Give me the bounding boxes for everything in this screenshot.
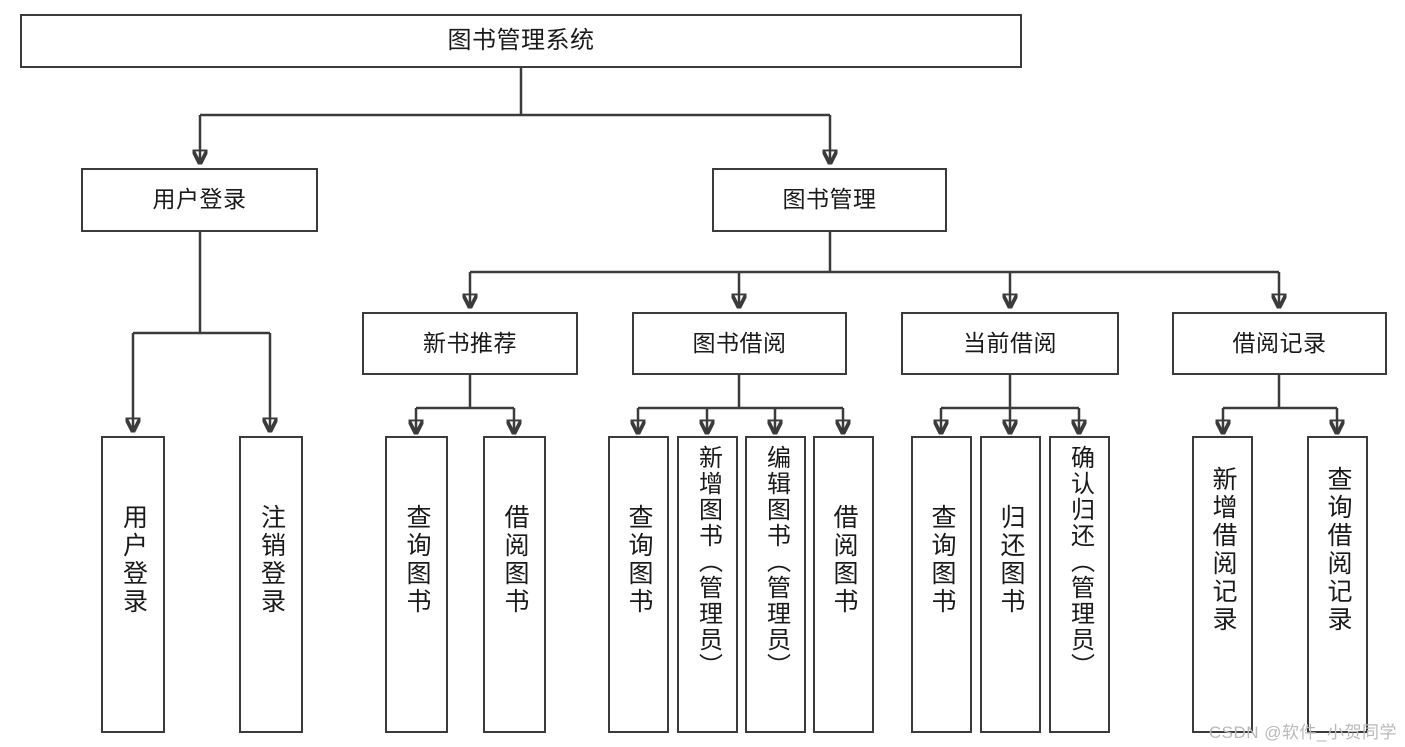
node-leaf-edit-book[interactable]: 编辑图书（管理员） — [745, 436, 806, 733]
node-leaf-edit-book-label: 编辑图书（管理员） — [762, 445, 790, 679]
node-leaf-logout-label: 注销登录 — [257, 504, 286, 616]
node-user-login[interactable]: 用户登录 — [81, 168, 318, 232]
node-current-borrow[interactable]: 当前借阅 — [901, 312, 1119, 375]
node-leaf-query-book-1[interactable]: 查询图书 — [385, 436, 448, 733]
node-leaf-borrow-book-1[interactable]: 借阅图书 — [483, 436, 546, 733]
node-root[interactable]: 图书管理系统 — [20, 14, 1022, 68]
node-book-borrow-label: 图书借阅 — [692, 329, 787, 356]
node-leaf-logout[interactable]: 注销登录 — [239, 436, 303, 733]
node-book-manage[interactable]: 图书管理 — [712, 168, 947, 232]
node-borrow-record[interactable]: 借阅记录 — [1172, 312, 1387, 375]
node-leaf-query-book-2-label: 查询图书 — [625, 504, 653, 616]
node-leaf-add-book-label: 新增图书（管理员） — [694, 445, 722, 679]
node-leaf-borrow-book-1-label: 借阅图书 — [501, 504, 529, 616]
node-leaf-query-record[interactable]: 查询借阅记录 — [1307, 436, 1368, 733]
node-borrow-record-label: 借阅记录 — [1232, 329, 1327, 356]
node-leaf-confirm-return-label: 确认归还（管理员） — [1066, 445, 1094, 679]
node-new-book-rec-label: 新书推荐 — [423, 329, 517, 356]
node-leaf-user-login[interactable]: 用户登录 — [101, 436, 165, 733]
node-root-label: 图书管理系统 — [447, 26, 595, 54]
node-book-manage-label: 图书管理 — [782, 186, 877, 213]
node-leaf-add-record[interactable]: 新增借阅记录 — [1192, 436, 1253, 733]
node-leaf-query-book-3-label: 查询图书 — [928, 504, 956, 616]
csdn-watermark: CSDN @软件_小贺同学 — [1208, 723, 1397, 742]
node-book-borrow[interactable]: 图书借阅 — [632, 312, 847, 375]
node-leaf-borrow-book-2-label: 借阅图书 — [830, 504, 858, 616]
node-leaf-query-book-2[interactable]: 查询图书 — [608, 436, 669, 733]
node-leaf-add-book[interactable]: 新增图书（管理员） — [677, 436, 738, 733]
node-leaf-user-login-label: 用户登录 — [119, 504, 148, 616]
node-leaf-query-record-label: 查询借阅记录 — [1324, 466, 1352, 634]
node-leaf-query-book-3[interactable]: 查询图书 — [911, 436, 972, 733]
node-leaf-confirm-return[interactable]: 确认归还（管理员） — [1049, 436, 1110, 733]
node-leaf-return-book[interactable]: 归还图书 — [980, 436, 1041, 733]
node-new-book-rec[interactable]: 新书推荐 — [362, 312, 578, 375]
node-leaf-borrow-book-2[interactable]: 借阅图书 — [813, 436, 874, 733]
node-user-login-label: 用户登录 — [152, 186, 247, 213]
node-current-borrow-label: 当前借阅 — [963, 329, 1057, 356]
node-leaf-return-book-label: 归还图书 — [997, 504, 1025, 616]
node-leaf-add-record-label: 新增借阅记录 — [1209, 466, 1237, 634]
node-leaf-query-book-1-label: 查询图书 — [403, 504, 431, 616]
